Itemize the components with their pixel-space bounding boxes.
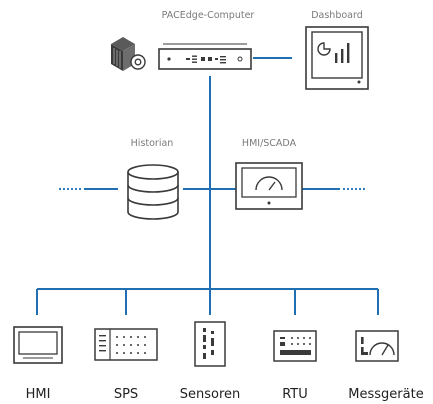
hmi-scada-label: HMI/SCADA <box>242 138 297 149</box>
hmi-panel-icon <box>13 326 63 364</box>
measuring-device-icon <box>355 330 399 362</box>
plc-icon <box>94 328 158 361</box>
historian: Historian <box>127 138 179 220</box>
connection-lines <box>36 57 379 315</box>
hmi-scada: HMI/SCADA <box>235 138 303 210</box>
device-sps: SPS <box>94 328 158 402</box>
device-label-messgeraete: Messgeräte <box>348 387 423 402</box>
device-rtu: RTU <box>273 330 317 402</box>
device-label-hmi: HMI <box>26 387 51 402</box>
dotted-continuations <box>58 56 366 191</box>
device-sensoren: Sensoren <box>180 321 241 402</box>
dashboard-chart-icon <box>305 26 369 90</box>
server-rack-icon <box>111 37 146 71</box>
rtu-icon <box>273 330 317 362</box>
device-hmi: HMI <box>13 326 63 402</box>
device-label-rtu: RTU <box>282 387 308 402</box>
sensor-icon <box>194 321 226 367</box>
pacedge-computer: PACEdge-Computer <box>158 10 255 70</box>
dashboard: Dashboard <box>305 10 369 90</box>
database-icon <box>127 164 179 220</box>
device-messgeraete: Messgeräte <box>348 330 424 402</box>
pacedge-label: PACEdge-Computer <box>162 10 255 21</box>
dashboard-label: Dashboard <box>311 10 363 21</box>
gauge-monitor-icon <box>235 162 303 210</box>
device-label-sensoren: Sensoren <box>180 387 241 402</box>
device-label-sps: SPS <box>114 387 138 402</box>
historian-label: Historian <box>131 138 174 149</box>
